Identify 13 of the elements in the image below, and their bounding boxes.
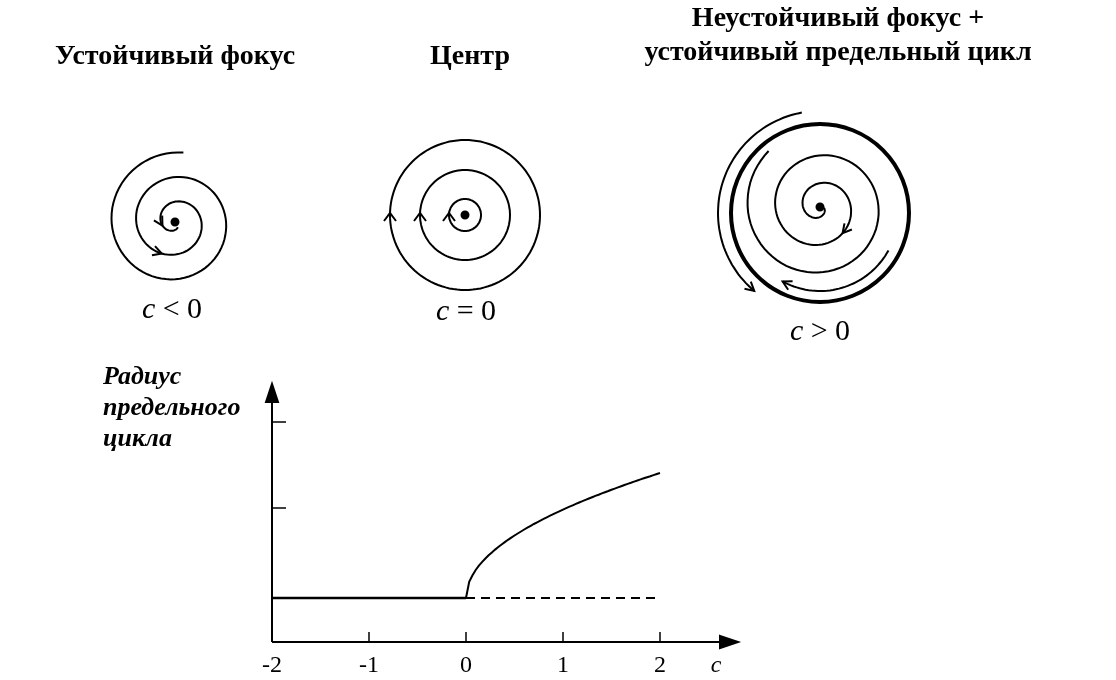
condition-label: c = 0	[435, 292, 497, 328]
condition-label: c < 0	[141, 290, 203, 326]
heading: Центр	[430, 38, 510, 72]
tick-label: -2	[262, 650, 282, 679]
tick-label: 1	[557, 650, 569, 679]
heading: Устойчивый фокус	[54, 38, 296, 72]
tick-label: 0	[460, 650, 472, 679]
axis-label: c	[710, 650, 722, 679]
axis-label: Радиус предельного цикла	[103, 360, 242, 454]
tick-label: -1	[359, 650, 379, 679]
heading: Неустойчивый фокус + устойчивый предельный цикл	[643, 0, 1033, 68]
tick-label: 2	[654, 650, 666, 679]
condition-label: c > 0	[789, 312, 851, 348]
